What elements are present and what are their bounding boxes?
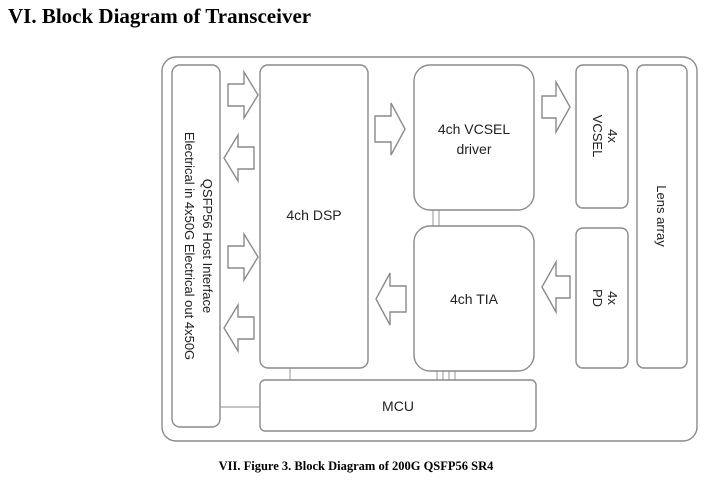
host-interface-label-1: QSFP56 Host Interface [200, 179, 215, 313]
module-outline [161, 56, 698, 442]
arrow-tia-to-dsp [375, 272, 407, 326]
dsp-label: 4ch DSP [286, 207, 341, 223]
tia-block [413, 225, 535, 372]
host-interface-block [171, 64, 221, 428]
mcu-label: MCU [382, 398, 414, 414]
lens-array-label: Lens array [654, 185, 669, 247]
arrow-dsp-to-host [223, 302, 255, 354]
arrow-dsp-to-host [223, 132, 255, 184]
vcsel-driver-label-1: 4ch VCSEL [438, 121, 511, 137]
host-interface-label-2: Electrical in 4x50G Electrical out 4x50G [182, 132, 197, 360]
vcsel-driver-block [413, 64, 535, 211]
arrow-host-to-dsp [227, 69, 259, 121]
section-heading: VI. Block Diagram of Transceiver [8, 4, 312, 28]
vcsel-block [575, 64, 629, 209]
pd-label-2: PD [590, 289, 605, 307]
mcu-block [259, 379, 537, 432]
arrow-dsp-to-vcsel-driver [374, 102, 406, 156]
tia-label: 4ch TIA [450, 291, 499, 307]
arrow-pd-to-tia [541, 259, 571, 315]
lens-array-block [636, 64, 688, 369]
pd-label-1: 4x [605, 291, 620, 305]
vcsel-label-1: 4x [605, 129, 620, 143]
dsp-block [259, 64, 369, 369]
arrow-host-to-dsp [227, 231, 259, 283]
arrow-driver-to-vcsel [541, 79, 571, 135]
vcsel-driver-label-2: driver [456, 141, 491, 157]
vcsel-label-2: VCSEL [590, 115, 605, 158]
figure-caption: VII. Figure 3. Block Diagram of 200G QSF… [218, 459, 494, 473]
pd-block [575, 227, 629, 369]
